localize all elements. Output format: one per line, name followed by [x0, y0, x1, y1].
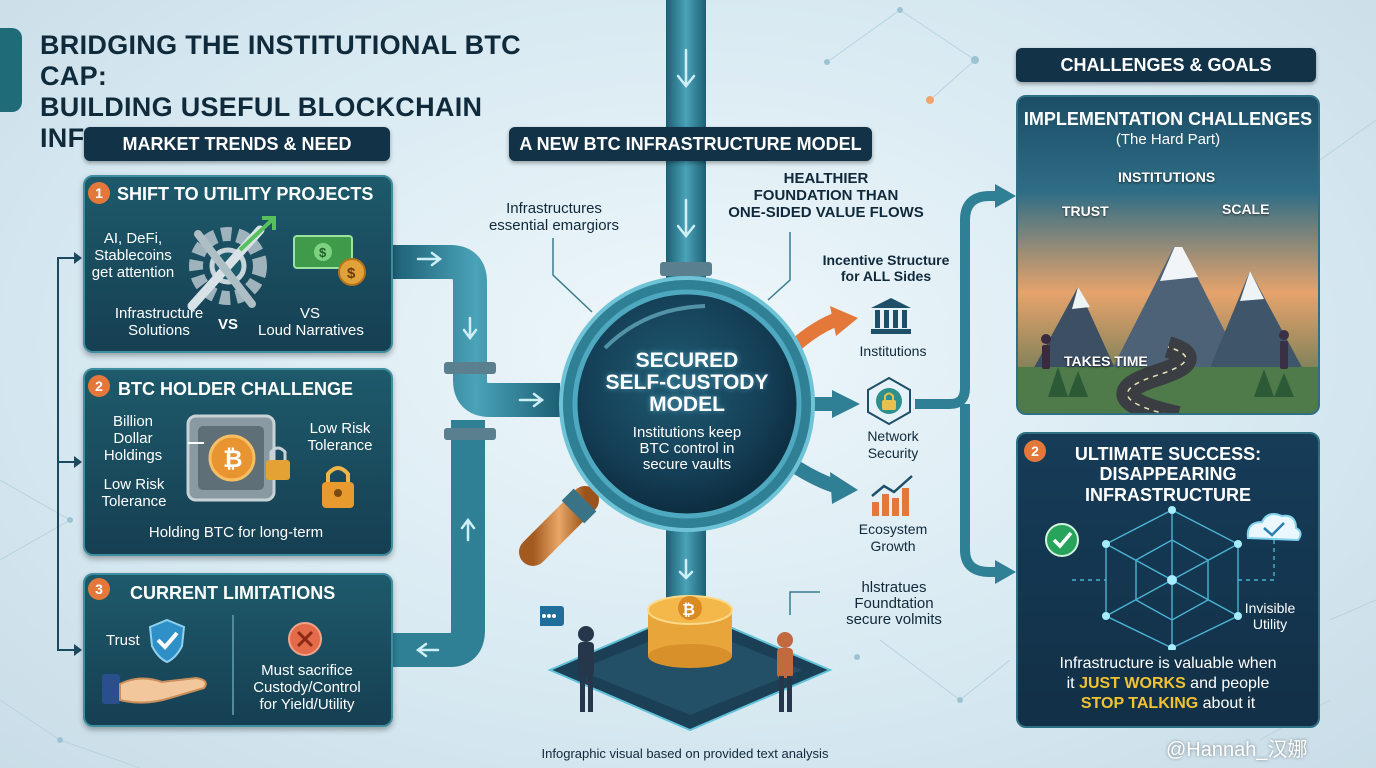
title-accent-tab: [0, 28, 22, 112]
implementation-challenges-panel: IMPLEMENTATION CHALLENGES (The Hard Part…: [1016, 95, 1320, 415]
panel-title-1: ULTIMATE SUCCESS:: [1074, 444, 1262, 464]
svg-text:$: $: [319, 245, 327, 260]
btc-safe-icon: ₿: [186, 414, 290, 502]
peak-institutions-label: INSTITUTIONS: [1118, 169, 1216, 185]
card-number-badge: 3: [88, 578, 110, 600]
gear-wrench-icon: [187, 216, 276, 311]
institutions-label: Institutions: [859, 343, 927, 359]
magnifier-lens-icon: [519, 276, 815, 566]
infrastructure-model-header: A NEW BTC INFRASTRUCTURE MODEL: [509, 127, 872, 161]
cross-circle-icon: [288, 622, 322, 656]
caption: Infographic visual based on provided tex…: [541, 746, 829, 761]
panel-subtitle: (The Hard Part): [1115, 131, 1221, 148]
vs-label-2: VS: [300, 305, 321, 322]
peak-scale-label: SCALE: [1222, 201, 1270, 217]
watermark: @Hannah_汉娜: [1166, 739, 1308, 761]
just-works-highlight: JUST WORKS: [1079, 675, 1186, 692]
ultimate-success-panel: 2 ULTIMATE SUCCESS: DISAPPEARING INFRAST…: [1016, 432, 1320, 728]
loud-narratives-text: Loud Narratives: [258, 322, 364, 339]
stop-talking-highlight: STOP TALKING: [1080, 695, 1199, 712]
card-number-badge: 2: [88, 375, 110, 397]
open-hand-icon: [102, 674, 207, 704]
growth-chart-icon: [871, 475, 913, 516]
connector-dash: [188, 442, 204, 444]
challenges-goals-header: CHALLENGES & GOALS: [1016, 48, 1316, 82]
card-title: SHIFT TO UTILITY PROJECTS: [117, 184, 374, 204]
svg-text:₿: ₿: [682, 601, 695, 619]
svg-text:$: $: [347, 265, 356, 282]
panel-title: IMPLEMENTATION CHALLENGES: [1023, 109, 1313, 129]
peak-trust-label: TRUST: [1062, 203, 1109, 219]
svg-text:₿: ₿: [223, 446, 243, 473]
institution-building-icon: [871, 298, 911, 334]
takes-time-label: TAKES TIME: [1064, 353, 1148, 369]
trust-text: Trust: [106, 632, 140, 649]
money-icon: $ $: [293, 235, 366, 286]
success-message: Infrastructure is valuable when it JUST …: [1059, 655, 1277, 712]
divider: [232, 615, 234, 715]
invisible-network-icon: [1045, 506, 1302, 650]
shield-check-icon: [148, 618, 186, 664]
panel-title-2: DISAPPEARING INFRASTRUCTURE: [1085, 464, 1251, 505]
padlock-icon: [322, 466, 354, 508]
btc-platform-icon: ₿: [540, 595, 833, 732]
panel-number-badge: 2: [1024, 440, 1046, 462]
vs-label: VS: [218, 316, 239, 333]
network-lock-icon: [867, 376, 911, 426]
card-title: CURRENT LIMITATIONS: [130, 583, 336, 603]
holding-caption: Holding BTC for long-term: [148, 524, 324, 541]
mountain-landscape-icon: [1018, 247, 1318, 413]
card-number-badge: 1: [88, 182, 110, 204]
card-title: BTC HOLDER CHALLENGE: [118, 379, 353, 399]
market-trends-header: MARKET TRENDS & NEED: [84, 127, 390, 161]
